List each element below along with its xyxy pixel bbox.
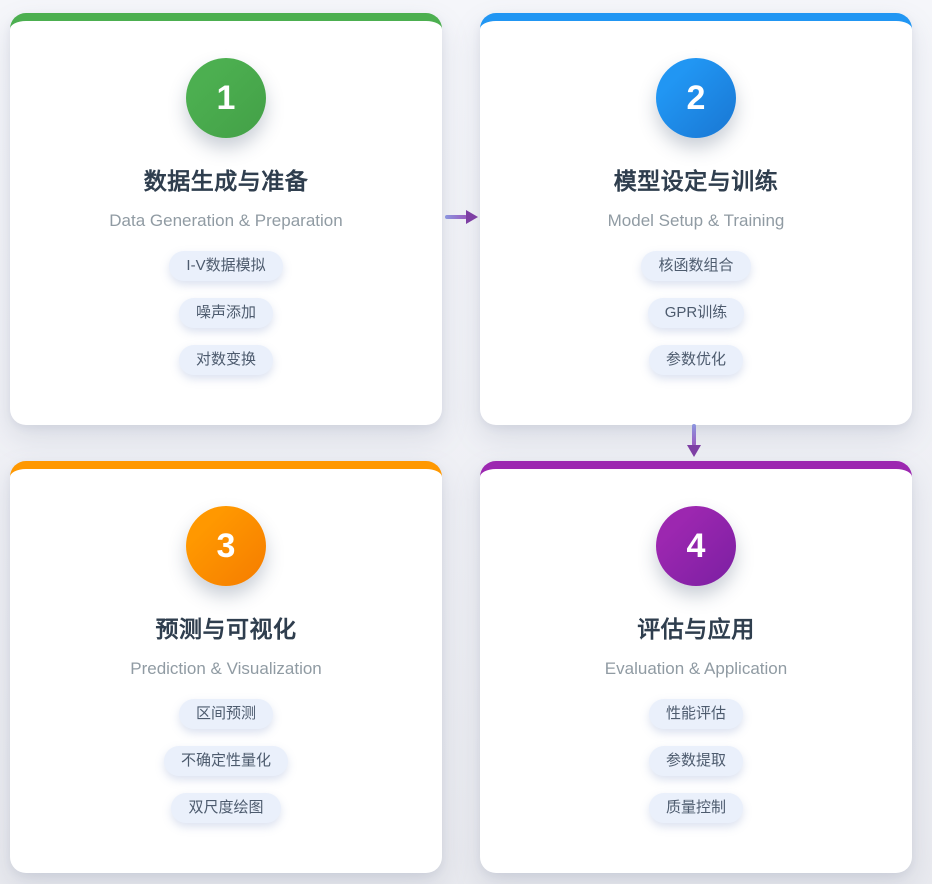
step-1-number-badge: 1 (186, 58, 266, 138)
tag-pill: 不确定性量化 (163, 746, 288, 777)
step-4-tags: 性能评估 参数提取 质量控制 (648, 699, 743, 824)
step-card-4: 4 评估与应用 Evaluation & Application 性能评估 参数… (480, 461, 912, 873)
arrow-head (466, 210, 478, 224)
step-2-number-badge: 2 (656, 58, 736, 138)
tag-pill: 质量控制 (648, 793, 743, 824)
step-3-number-badge: 3 (186, 506, 266, 586)
tag-pill: 对数变换 (178, 345, 273, 376)
arrow-shaft (692, 424, 696, 446)
tag-pill: 参数优化 (648, 345, 743, 376)
tag-pill: 参数提取 (648, 746, 743, 777)
step-1-title: 数据生成与准备 (143, 168, 309, 194)
step-3-tags: 区间预测 不确定性量化 双尺度绘图 (163, 699, 288, 824)
step-2-tags: 核函数组合 GPR训练 参数优化 (641, 251, 751, 376)
step-card-2: 2 模型设定与训练 Model Setup & Training 核函数组合 G… (480, 13, 912, 425)
step-4-title: 评估与应用 (637, 616, 755, 642)
tag-pill: 性能评估 (648, 699, 743, 730)
step-3-title: 预测与可视化 (155, 616, 297, 642)
tag-pill: GPR训练 (647, 298, 745, 329)
step-4-subtitle: Evaluation & Application (604, 659, 788, 679)
arrow-right-icon (445, 210, 478, 224)
step-card-1: 1 数据生成与准备 Data Generation & Preparation … (10, 13, 442, 425)
step-card-3: 3 预测与可视化 Prediction & Visualization 区间预测… (10, 461, 442, 873)
arrow-head (687, 445, 701, 457)
step-1-tags: I-V数据模拟 噪声添加 对数变换 (169, 251, 283, 376)
step-4-number-badge: 4 (656, 506, 736, 586)
tag-pill: I-V数据模拟 (169, 251, 283, 282)
tag-pill: 区间预测 (178, 699, 273, 730)
step-1-subtitle: Data Generation & Preparation (109, 211, 343, 231)
step-2-subtitle: Model Setup & Training (607, 211, 785, 231)
tag-pill: 核函数组合 (641, 251, 751, 282)
tag-pill: 噪声添加 (178, 298, 273, 329)
arrow-shaft (445, 215, 467, 219)
step-2-title: 模型设定与训练 (613, 168, 779, 194)
arrow-down-icon (687, 424, 701, 457)
tag-pill: 双尺度绘图 (171, 793, 281, 824)
step-3-subtitle: Prediction & Visualization (130, 659, 322, 679)
